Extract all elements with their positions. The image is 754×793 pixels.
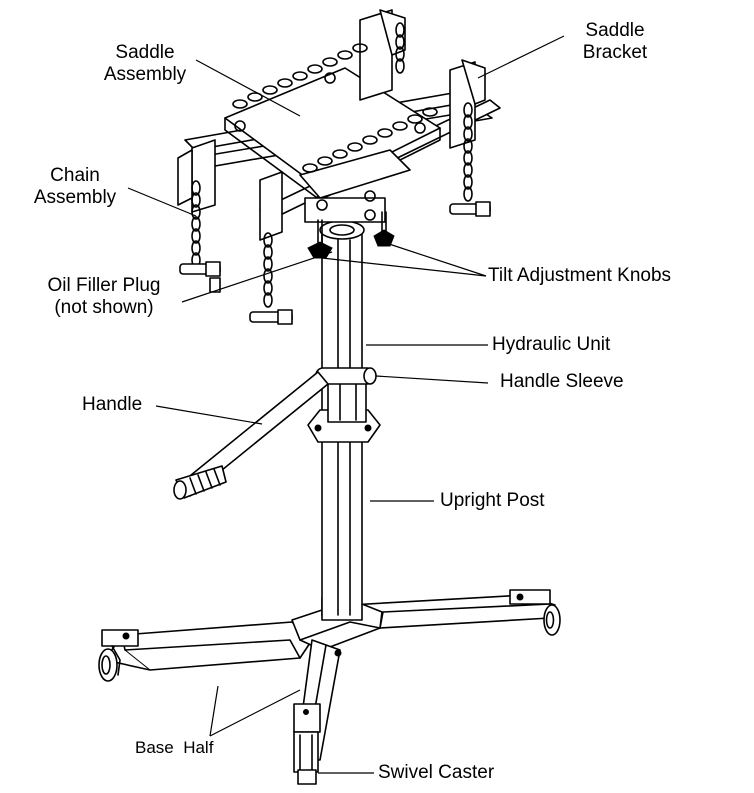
label-base-half: Base Half (135, 738, 214, 757)
chain-left (179, 180, 221, 293)
label-saddle-bracket-line2: Bracket (582, 42, 648, 63)
label-upright-post: Upright Post (440, 490, 545, 511)
label-chain-assembly: Chain Assembly (20, 165, 130, 209)
leader-saddle-assembly (195, 59, 301, 117)
leader-chain-assembly (127, 187, 197, 217)
leader-tilt-knob-1 (385, 242, 487, 277)
label-oil-filler-plug: Oil Filler Plug (not shown) (20, 275, 188, 319)
caster-wheel-front (293, 731, 319, 773)
leader-lines (127, 35, 565, 774)
leader-base-half-left (209, 685, 219, 737)
leader-tilt-knob-2 (321, 257, 487, 277)
label-hydraulic-unit: Hydraulic Unit (492, 334, 611, 355)
chain-assembly (179, 22, 491, 325)
label-chain-assembly-line1: Chain (50, 165, 100, 186)
label-saddle-assembly-line2: Assembly (103, 64, 187, 85)
leader-handle (155, 405, 263, 425)
label-chain-assembly-line2: Assembly (33, 187, 117, 208)
saddle-bracket-front (259, 171, 283, 241)
caster-fork-front (293, 703, 321, 733)
leader-base-half-right (209, 689, 301, 737)
caster-plate-right (509, 589, 551, 605)
label-saddle-assembly-line1: Saddle (115, 42, 175, 63)
label-tilt-adjustment-knobs: Tilt Adjustment Knobs (488, 265, 672, 286)
saddle-carriage (299, 149, 411, 199)
caster-plate-left (101, 629, 139, 647)
post-top-cap (319, 220, 365, 240)
saddle-assembly (177, 9, 501, 241)
leader-oil-filler-plug (181, 251, 333, 303)
label-oil-filler-plug-line2: (not shown) (54, 297, 154, 318)
label-saddle-bracket-line1: Saddle (585, 20, 645, 41)
pump-handle-assembly (173, 367, 381, 500)
label-saddle-assembly: Saddle Assembly (90, 42, 200, 86)
chain-back (232, 22, 405, 109)
base-assembly (98, 589, 561, 785)
label-oil-filler-plug-line1: Oil Filler Plug (47, 275, 161, 296)
label-swivel-caster: Swivel Caster (378, 762, 495, 783)
label-handle: Handle (82, 394, 143, 415)
label-saddle-bracket: Saddle Bracket (560, 20, 670, 64)
chain-front (249, 232, 293, 325)
leader-saddle-bracket (477, 35, 565, 79)
label-handle-sleeve: Handle Sleeve (500, 371, 624, 392)
leader-handle-sleeve (375, 375, 489, 384)
saddle-bracket-left (191, 139, 216, 213)
chain-right (302, 102, 491, 217)
